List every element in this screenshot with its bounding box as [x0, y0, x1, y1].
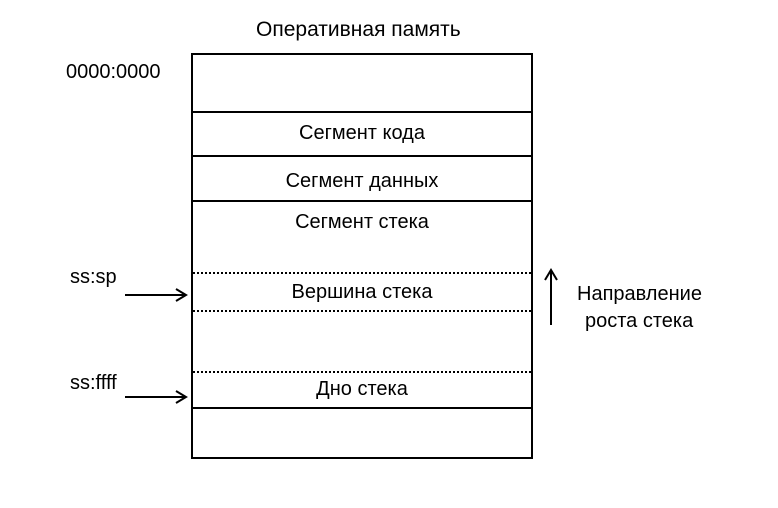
- data-segment-label: Сегмент данных: [285, 170, 439, 192]
- stack-top-lower-dotted-line: [193, 310, 531, 312]
- stack-bottom-pointer-arrow: [125, 390, 188, 404]
- stack-segment-label: Сегмент стека: [295, 211, 429, 233]
- stack-pointer-label: ss:sp: [70, 266, 117, 288]
- growth-direction-arrow: [544, 268, 558, 325]
- memory-block: [191, 53, 533, 459]
- data-segment-bottom-border: [191, 200, 533, 202]
- growth-direction-line1: Направление: [577, 283, 702, 305]
- stack-pointer-arrow: [125, 288, 188, 302]
- growth-direction-line2: роста стека: [585, 310, 694, 332]
- code-segment-top-border: [191, 111, 533, 113]
- stack-bottom-dotted-line: [193, 371, 531, 373]
- stack-bottom-pointer-label: ss:ffff: [70, 372, 117, 394]
- stack-segment-bottom-border: [191, 407, 533, 409]
- code-segment-label: Сегмент кода: [299, 122, 425, 144]
- stack-bottom-label: Дно стека: [316, 378, 408, 400]
- stack-top-label: Вершина стека: [291, 281, 433, 303]
- code-segment-bottom-border: [191, 155, 533, 157]
- start-address-label: 0000:0000: [66, 61, 161, 83]
- diagram-title: Оперативная память: [256, 18, 461, 41]
- growth-direction-label: Направление роста стека: [577, 281, 702, 335]
- stack-top-upper-dotted-line: [193, 272, 531, 274]
